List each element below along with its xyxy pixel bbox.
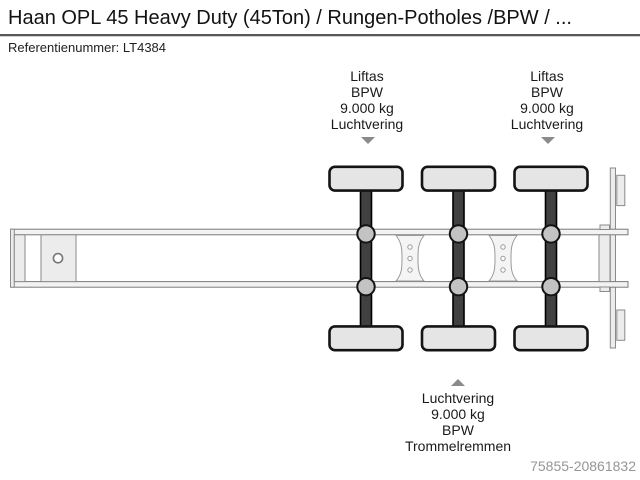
axle-1-tire-left [328,165,404,192]
axle-2-airbag-left [448,224,469,244]
annotation-center-axle: Luchtvering 9.000 kg BPW Trommelremmen [405,390,511,454]
axle-3-beam [544,178,558,339]
axle-2-beam [452,178,465,339]
rear-lamp-left [616,174,626,207]
annotation-line: Luchtvering [510,116,584,132]
annotation-line: Trommelremmen [404,438,512,454]
arrow-down-icon [361,137,375,144]
annotation-line: BPW [351,84,383,100]
reference-number: Referentienummer: LT4384 [8,40,167,55]
crossmember-plate-2 [487,235,519,282]
chassis-rail-right [10,281,629,288]
rear-bracket-left [599,224,610,230]
arrow-up-icon [451,379,465,386]
annotation-line: BPW [442,422,474,438]
annotation-line: Liftas [530,68,564,84]
annotation-line: 9.000 kg [520,100,574,116]
chassis-rail-left [10,228,629,236]
front-end-plate [10,228,15,288]
axle-2 [420,165,497,352]
axle-2-tire-right [420,325,497,352]
listing-id: 75855-20861832 [530,458,636,474]
rear-crossmember [598,234,611,283]
rear-bumper-bar [609,167,616,349]
kingpin [52,252,64,264]
axle-3-tire-right [513,325,589,352]
annotation-line: Luchtvering [421,390,495,406]
annotation-lift-axle-rear: Liftas BPW 9.000 kg Luchtvering [511,68,583,132]
axle-3-airbag-right [541,277,561,297]
axle-1-beam [359,178,373,339]
annotation-lift-axle-front: Liftas BPW 9.000 kg Luchtvering [331,68,403,132]
crossmember-plate-1 [394,235,426,282]
front-crossmember [13,234,26,283]
rear-lamp-right [616,309,626,341]
rear-bracket-right [599,286,610,292]
annotation-line: 9.000 kg [431,406,485,422]
axle-1-airbag-left [356,224,376,244]
title-divider [0,34,640,37]
annotation-line: 9.000 kg [340,100,394,116]
axle-2-tire-left [420,165,497,192]
page-title: Haan OPL 45 Heavy Duty (45Ton) / Rungen-… [8,7,572,29]
axle-1-airbag-right [356,277,376,297]
axle-1-tire-right [328,325,404,352]
axle-3-tire-left [513,165,589,192]
annotation-line: Luchtvering [330,116,404,132]
annotation-line: BPW [531,84,563,100]
axle-2-airbag-right [448,277,469,297]
annotation-line: Liftas [350,68,384,84]
axle-3-airbag-left [541,224,561,244]
axle-1 [328,165,404,352]
axle-3 [513,165,589,352]
arrow-down-icon [541,137,555,144]
